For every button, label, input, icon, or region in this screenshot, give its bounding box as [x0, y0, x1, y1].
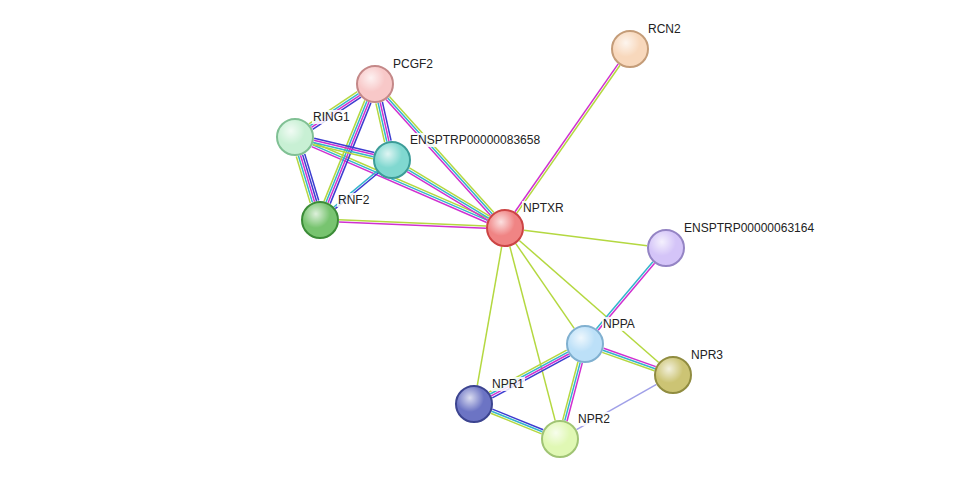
edge-strand	[335, 173, 378, 209]
interaction-edge	[596, 262, 654, 330]
edge-strand	[603, 350, 655, 368]
interaction-edge	[577, 384, 657, 429]
edge-strand	[524, 230, 647, 245]
interaction-edge	[477, 247, 501, 386]
edge-strand	[334, 171, 377, 207]
interaction-edge	[489, 350, 570, 398]
edge-strand	[577, 384, 657, 429]
node-label: NPTXR	[522, 201, 565, 215]
edge-strand	[376, 103, 385, 142]
node-label: RING1	[312, 110, 351, 124]
edge-strand	[510, 246, 555, 420]
edge-strand	[296, 157, 310, 204]
edge-strand	[313, 143, 373, 157]
edge-strand	[298, 156, 312, 203]
node-label: NPPA	[602, 317, 636, 331]
edge-strand	[491, 354, 569, 396]
protein-node: NPR3	[654, 356, 692, 394]
edge-strand	[339, 220, 486, 226]
interaction-edge	[334, 171, 378, 208]
edge-strand	[313, 97, 361, 129]
interaction-edge	[376, 102, 391, 142]
edge-strand	[598, 263, 655, 330]
node-label: ENSPTRP00000083658	[409, 133, 541, 147]
interaction-edge	[510, 246, 555, 420]
edge-strand	[310, 94, 358, 126]
edge-strand	[563, 362, 578, 420]
edge-strand	[477, 247, 501, 386]
node-label: RCN2	[647, 22, 682, 36]
edge-strand	[492, 409, 543, 430]
edge-strand	[516, 244, 574, 329]
protein-node: NPPA	[566, 325, 604, 363]
edge-strand	[380, 102, 389, 141]
protein-node: ENSPTRP00000083658	[373, 141, 411, 179]
edge-strand	[311, 95, 359, 127]
edge-strand	[313, 145, 373, 159]
protein-node: NPR1	[455, 385, 493, 423]
edge-strand	[604, 348, 656, 366]
protein-node: PCGF2	[356, 65, 394, 103]
edge-strand	[407, 172, 488, 220]
node-label: NPR2	[577, 412, 611, 426]
protein-node: RNF2	[301, 201, 339, 239]
edge-strand	[409, 168, 490, 216]
edge-strand	[408, 170, 488, 218]
edge-strand	[491, 413, 542, 434]
protein-node: NPTXR	[486, 209, 524, 247]
interaction-edge	[407, 168, 490, 220]
interaction-edge	[491, 409, 543, 434]
protein-node: NPR2	[541, 420, 579, 458]
protein-node: RCN2	[611, 30, 649, 68]
interaction-edge	[602, 348, 656, 371]
protein-node: RING1	[276, 118, 314, 156]
edge-strand	[309, 92, 357, 124]
interaction-edge	[309, 92, 361, 130]
edge-strand	[492, 411, 543, 432]
node-label: RNF2	[337, 193, 370, 207]
interaction-edge	[516, 244, 574, 329]
interaction-edge	[519, 241, 658, 363]
edge-strand	[602, 352, 654, 370]
edge-strand	[489, 350, 567, 392]
node-label: NPR1	[491, 377, 525, 391]
interaction-edge	[313, 138, 375, 159]
edge-strand	[490, 352, 568, 394]
node-label: NPR3	[690, 348, 724, 362]
interaction-edge	[296, 154, 318, 203]
protein-node: ENSPTRP00000063164	[647, 229, 685, 267]
edge-strand	[519, 241, 658, 363]
interaction-edge	[524, 230, 647, 245]
node-label: PCGF2	[392, 57, 434, 71]
interaction-edge	[339, 220, 486, 229]
node-label: ENSPTRP00000063164	[683, 221, 815, 235]
